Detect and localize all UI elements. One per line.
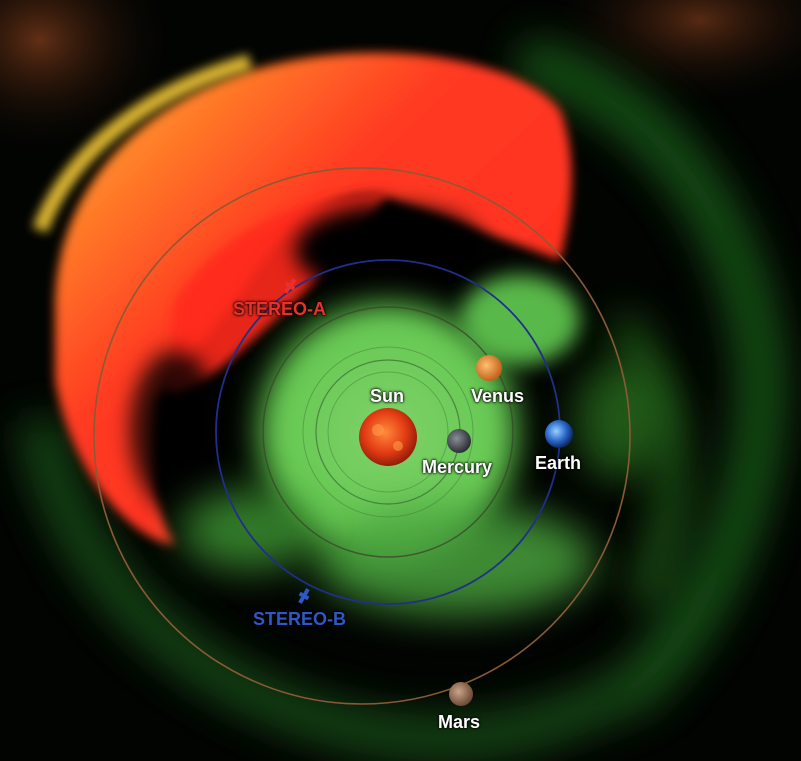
- mercury-icon: [447, 429, 471, 453]
- dark-void: [130, 205, 485, 510]
- solar-wind-outer-swirl: [17, 35, 786, 761]
- earth-label: Earth: [535, 453, 582, 473]
- mercury-label: Mercury: [422, 457, 493, 477]
- core-rings: [302, 346, 474, 518]
- sun-icon: [359, 408, 417, 466]
- mars-icon: [449, 682, 473, 706]
- mars-orbit: [93, 167, 631, 705]
- stereo-a-label: STEREO-A: [233, 299, 327, 319]
- venus-icon: [476, 355, 502, 381]
- mars-label: Mars: [438, 712, 481, 732]
- venus-orbit: [262, 306, 514, 558]
- stereo-a-spacecraft-icon: [283, 278, 297, 294]
- stereo-b-spacecraft-icon: [298, 588, 310, 604]
- earth-icon: [545, 420, 573, 448]
- stereo-b-label: STEREO-B: [253, 609, 347, 629]
- sun-label: Sun: [370, 386, 404, 406]
- venus-label: Venus: [471, 386, 525, 406]
